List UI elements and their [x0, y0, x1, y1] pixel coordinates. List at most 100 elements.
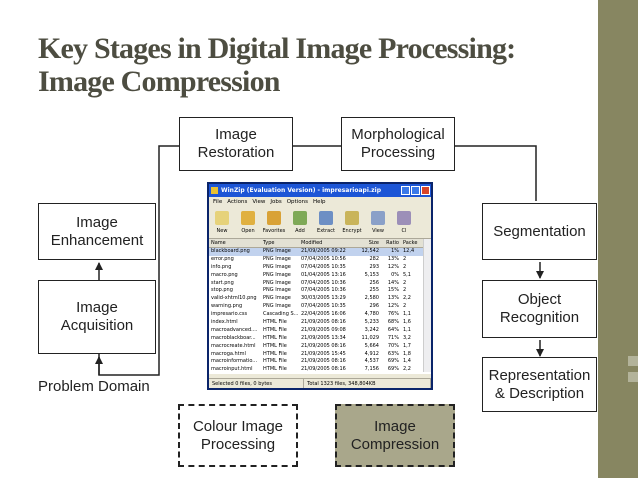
winzip-file-cell: 1,8	[403, 350, 411, 357]
winzip-file-cell: HTML File	[263, 342, 287, 349]
winzip-file-cell: HTML File	[263, 326, 287, 333]
winzip-file-row: blackboard.png PNG Image 21/09/2005 09:22 1…	[209, 248, 431, 256]
winzip-file-cell: 7,156	[364, 366, 379, 373]
winzip-file-cell: blackboard.png	[211, 248, 250, 254]
new-icon	[215, 211, 229, 225]
winzip-file-cell: 21/09/2005 08:16	[301, 358, 346, 365]
winzip-file-cell: 2	[403, 303, 407, 310]
winzip-file-cell: 70%	[387, 342, 399, 349]
colour-image-processing-box: Colour Image Processing	[178, 404, 298, 467]
morphological-processing-box: Morphological Processing	[341, 117, 455, 171]
winzip-file-cell: HTML File	[263, 366, 287, 373]
winzip-column-header: Name	[211, 240, 226, 246]
winzip-tool-add: Add	[287, 207, 313, 238]
winzip-tool-label: View	[372, 228, 384, 234]
winzip-file-cell: HTML File	[263, 334, 287, 341]
winzip-tool-label: Cl	[401, 228, 407, 234]
winzip-file-cell: 5,233	[364, 319, 379, 326]
winzip-file-cell: macroga.html	[211, 350, 246, 357]
winzip-file-cell: 3,242	[364, 326, 379, 333]
winzip-file-cell: 282	[369, 255, 379, 262]
winzip-file-cell: 22/04/2005 16:06	[301, 311, 346, 318]
winzip-tool-label: Add	[295, 228, 305, 234]
winzip-file-cell: Cascading S...	[263, 311, 299, 318]
winzip-file-cell: 5,153	[364, 271, 379, 278]
winzip-file-cell: 296	[369, 303, 379, 310]
winzip-file-cell: 11,029	[361, 334, 380, 341]
winzip-menu-item: Options	[286, 199, 308, 205]
winzip-file-cell: 12,542	[361, 248, 380, 254]
winzip-file-cell: 64%	[387, 326, 399, 333]
winzip-file-cell: 21/09/2005 15:45	[301, 350, 346, 357]
winzip-file-cell: 1%	[391, 248, 399, 254]
winzip-column-header: Packe	[403, 240, 418, 246]
winzip-window: WinZip (Evaluation Version) - impresario…	[207, 182, 433, 390]
winzip-tool-label: Favorites	[262, 228, 286, 234]
winzip-file-cell: 07/04/2005 10:36	[301, 287, 346, 294]
winzip-menu-item: View	[252, 199, 266, 205]
winzip-scrollbar	[423, 239, 431, 372]
winzip-file-cell: HTML File	[263, 350, 287, 357]
decor-square	[628, 372, 638, 382]
winzip-file-cell: 21/09/2005 09:22	[301, 248, 346, 254]
winzip-file-cell: 69%	[387, 358, 399, 365]
winzip-file-cell: valid-xhtml10.png	[211, 295, 257, 302]
winzip-tool-new: New	[209, 207, 235, 238]
winzip-file-cell: PNG Image	[263, 255, 291, 262]
winzip-file-cell: 4,780	[364, 311, 379, 318]
winzip-file-cell: 13%	[387, 255, 399, 262]
winzip-file-cell: 01/04/2005 13:16	[301, 271, 346, 278]
minimize-icon	[401, 186, 410, 195]
winzip-file-cell: 5,664	[364, 342, 379, 349]
winzip-file-cell: macroblackboar...	[211, 334, 256, 341]
winzip-file-cell: 5,1	[403, 271, 411, 278]
winzip-file-cell: 07/04/2005 10:35	[301, 303, 346, 310]
winzip-file-cell: 71%	[387, 334, 399, 341]
winzip-file-cell: PNG Image	[263, 295, 291, 302]
morph-to-segmentation-line	[455, 145, 537, 201]
winzip-file-cell: 2	[403, 255, 407, 262]
winzip-title: WinZip (Evaluation Version) - impresario…	[221, 187, 382, 194]
winzip-file-cell: HTML File	[263, 358, 287, 365]
winzip-file-cell: 15%	[387, 287, 399, 294]
open-icon	[241, 211, 255, 225]
cl-icon	[397, 211, 411, 225]
winzip-file-cell: macro.png	[211, 271, 238, 278]
winzip-column-header: Size	[368, 240, 379, 246]
winzip-column-header: Ratio	[386, 240, 399, 246]
winzip-file-cell: 2,2	[403, 295, 411, 302]
view-icon	[371, 211, 385, 225]
winzip-tool-label: New	[216, 228, 228, 234]
winzip-title-bar: WinZip (Evaluation Version) - impresario…	[209, 184, 431, 197]
winzip-file-cell: 07/04/2005 10:56	[301, 255, 346, 262]
winzip-file-cell: 21/09/2005 13:34	[301, 334, 346, 341]
winzip-file-cell: info.png	[211, 263, 232, 270]
winzip-file-cell: 12,4	[403, 248, 415, 254]
winzip-file-cell: 256	[369, 279, 379, 286]
winzip-file-cell: PNG Image	[263, 303, 291, 310]
winzip-tool-view: View	[365, 207, 391, 238]
winzip-file-cell: 07/04/2005 10:35	[301, 263, 346, 270]
winzip-file-cell: 13%	[387, 295, 399, 302]
winzip-file-cell: PNG Image	[263, 279, 291, 286]
winzip-menu-item: Actions	[227, 199, 248, 205]
winzip-file-cell: 07/04/2005 10:36	[301, 279, 346, 286]
winzip-app-icon	[211, 187, 218, 194]
winzip-tool-label: Extract	[317, 228, 335, 234]
sidebar-band	[598, 0, 638, 478]
winzip-file-cell: PNG Image	[263, 248, 291, 254]
segmentation-box: Segmentation	[482, 203, 597, 260]
representation-description-box: Representation & Description	[482, 357, 597, 412]
winzip-file-cell: 3,2	[403, 334, 411, 341]
image-acquisition-box: Image Acquisition	[38, 280, 156, 354]
winzip-tool-label: Encrypt	[342, 228, 362, 234]
